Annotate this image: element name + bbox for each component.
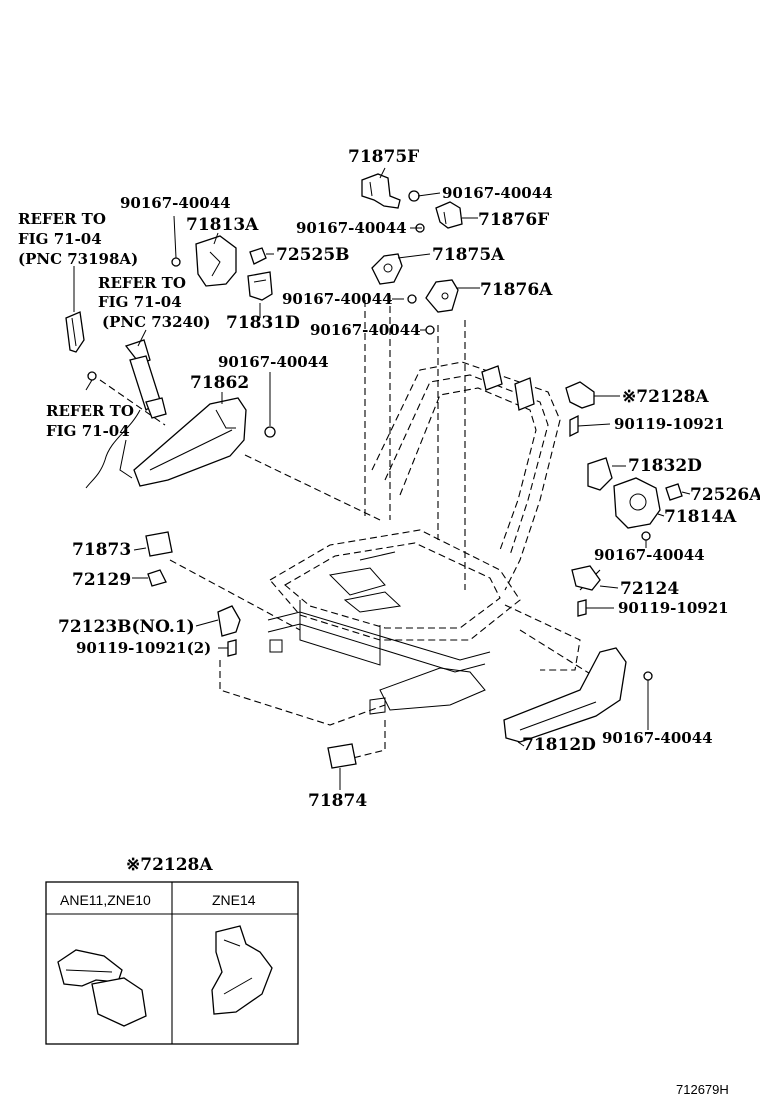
part-71832D[interactable] xyxy=(587,457,613,491)
label-72124: 72124 xyxy=(620,579,679,599)
part-71813A[interactable] xyxy=(171,235,237,287)
bolt-90119-a[interactable] xyxy=(569,414,579,438)
part-72129[interactable] xyxy=(147,569,167,587)
bolt-90167-f xyxy=(264,426,276,438)
part-71876F[interactable] xyxy=(435,201,463,229)
part-72525B[interactable] xyxy=(249,247,267,265)
label-refer2-line2: FIG 71-04 xyxy=(98,293,182,311)
label-71876A: 71876A xyxy=(480,280,553,300)
label-72526A: 72526A xyxy=(690,485,760,505)
label-90167-h: 90167-40044 xyxy=(602,729,713,747)
part-72526A[interactable] xyxy=(665,483,683,501)
label-71875F: 71875F xyxy=(348,147,419,167)
inset-part-zne14 xyxy=(211,925,273,1015)
inset-title: ※72128A xyxy=(126,855,213,875)
label-90167-g: 90167-40044 xyxy=(594,546,705,564)
bolt-90167-g xyxy=(641,531,651,541)
part-labels: 71875F 90167-40044 71876F 90167-40044 71… xyxy=(18,147,760,811)
label-71862: 71862 xyxy=(190,373,249,393)
part-72124[interactable] xyxy=(571,565,601,591)
label-refer1-line3: (PNC 73198A) xyxy=(18,250,138,268)
part-71812D[interactable] xyxy=(503,647,653,743)
figure-code: 712679H xyxy=(676,1082,729,1097)
label-90167-c: 90167-40044 xyxy=(282,290,393,308)
label-refer2-line1: REFER TO xyxy=(98,274,186,292)
leader-lines xyxy=(73,167,691,790)
label-71831D: 71831D xyxy=(226,313,300,333)
label-90167-d: 90167-40044 xyxy=(310,321,421,339)
part-seatbelt-buckle-ref[interactable] xyxy=(65,311,85,353)
part-71873[interactable] xyxy=(145,531,173,557)
bolt-90119-c[interactable] xyxy=(227,639,237,657)
label-refer1-line1: REFER TO xyxy=(18,210,106,228)
seat-frame xyxy=(267,361,561,715)
bolt-90167-d[interactable] xyxy=(425,325,435,335)
label-90119-a: 90119-10921 xyxy=(614,415,725,433)
bolt-90167-h xyxy=(643,671,653,681)
label-refer3-line2: FIG 71-04 xyxy=(46,422,130,440)
bolt-90167-a[interactable] xyxy=(408,190,420,202)
assembly-lines xyxy=(99,295,601,761)
label-71813A: 71813A xyxy=(186,215,259,235)
label-72525B: 72525B xyxy=(276,245,350,265)
label-refer3-line1: REFER TO xyxy=(46,402,134,420)
bolt-90167-c[interactable] xyxy=(407,294,417,304)
label-90119-c: 90119-10921(2) xyxy=(76,639,211,657)
part-71876A[interactable] xyxy=(425,279,459,313)
bolt-90167-e xyxy=(171,257,181,267)
part-71875F[interactable] xyxy=(361,173,401,209)
label-90167-f: 90167-40044 xyxy=(218,353,329,371)
part-71831D[interactable] xyxy=(247,271,273,301)
label-90167-e: 90167-40044 xyxy=(120,194,231,212)
label-71814A: 71814A xyxy=(664,507,737,527)
inset-part-ane11 xyxy=(57,949,147,1027)
label-71873: 71873 xyxy=(72,540,131,560)
label-90167-a: 90167-40044 xyxy=(442,184,553,202)
label-refer1-line2: FIG 71-04 xyxy=(18,230,102,248)
label-71832D: 71832D xyxy=(628,456,702,476)
label-72129: 72129 xyxy=(72,570,131,590)
label-71812D: 71812D xyxy=(522,735,596,755)
part-72123B[interactable] xyxy=(217,605,241,637)
bolt-90119-b[interactable] xyxy=(577,599,587,617)
part-72128A[interactable] xyxy=(565,381,595,409)
inset-col2-header: ZNE14 xyxy=(212,892,256,908)
label-90119-b: 90119-10921 xyxy=(618,599,729,617)
part-71875A[interactable] xyxy=(371,253,403,285)
inset-72128A: ※72128A ANE11,ZNE10 ZNE14 xyxy=(45,855,299,1045)
label-72123B: 72123B(NO.1) xyxy=(58,617,195,637)
part-71874[interactable] xyxy=(327,743,357,769)
label-refer2-line3: (PNC 73240) xyxy=(102,313,211,331)
part-71862[interactable] xyxy=(133,397,276,487)
part-71814A[interactable] xyxy=(613,477,661,541)
label-71874: 71874 xyxy=(308,791,367,811)
label-90167-b: 90167-40044 xyxy=(296,219,407,237)
inset-col1-header: ANE11,ZNE10 xyxy=(60,892,151,908)
label-72128A: ※72128A xyxy=(622,387,709,407)
label-71876F: 71876F xyxy=(478,210,549,230)
label-71875A: 71875A xyxy=(432,245,505,265)
part-seatbelt-buckle-harness[interactable] xyxy=(85,339,167,489)
